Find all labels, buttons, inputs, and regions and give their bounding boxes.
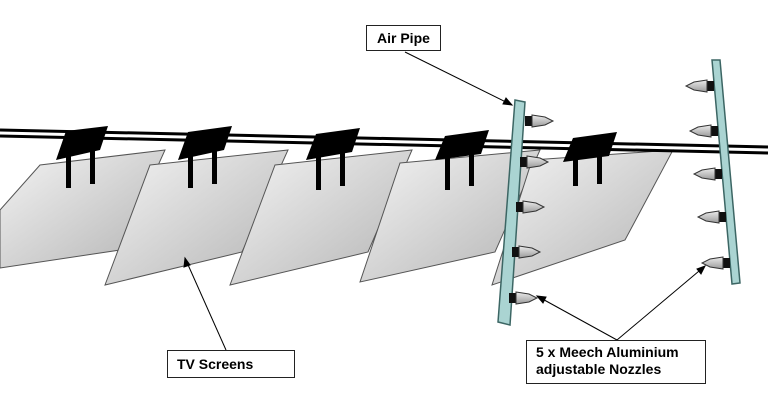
tv-screen — [229, 149, 413, 286]
nozzle-leader-front — [536, 295, 618, 341]
nozzle — [512, 245, 542, 259]
hangers — [56, 126, 617, 190]
tv-screens-label: TV Screens — [167, 350, 295, 378]
nozzle — [696, 210, 726, 224]
nozzle — [688, 124, 718, 138]
hanger-bracket — [306, 128, 360, 190]
nozzle-leader-rear — [616, 265, 706, 341]
nozzle — [700, 256, 730, 270]
leader-lines — [183, 51, 707, 351]
air-pipe-leader — [404, 51, 513, 106]
hanger-bracket — [56, 126, 108, 188]
nozzle — [520, 155, 550, 169]
tv-screens — [0, 149, 674, 286]
hanger-bracket — [563, 132, 617, 186]
hanger-bracket — [435, 130, 489, 190]
tv-screen — [359, 149, 541, 283]
tv-screens-leader — [184, 257, 227, 351]
nozzles-label-line-1: 5 x Meech Aluminium — [536, 344, 679, 360]
nozzles-label-line-2: adjustable Nozzles — [536, 361, 662, 377]
nozzle — [684, 79, 714, 93]
air-pipe-label-text: Air Pipe — [377, 30, 430, 46]
nozzle — [509, 291, 539, 305]
nozzle — [516, 200, 546, 214]
hanger-bracket — [178, 126, 232, 188]
air-pipe-front — [497, 99, 555, 326]
tv-screens-label-text: TV Screens — [177, 356, 254, 372]
overhead-cable — [0, 128, 768, 155]
air-pipe-label: Air Pipe — [366, 25, 441, 51]
nozzle — [525, 114, 555, 128]
air-pipe-rear — [684, 59, 741, 285]
nozzle — [692, 167, 722, 181]
nozzles-label: 5 x Meech Aluminium adjustable Nozzles — [526, 340, 706, 384]
